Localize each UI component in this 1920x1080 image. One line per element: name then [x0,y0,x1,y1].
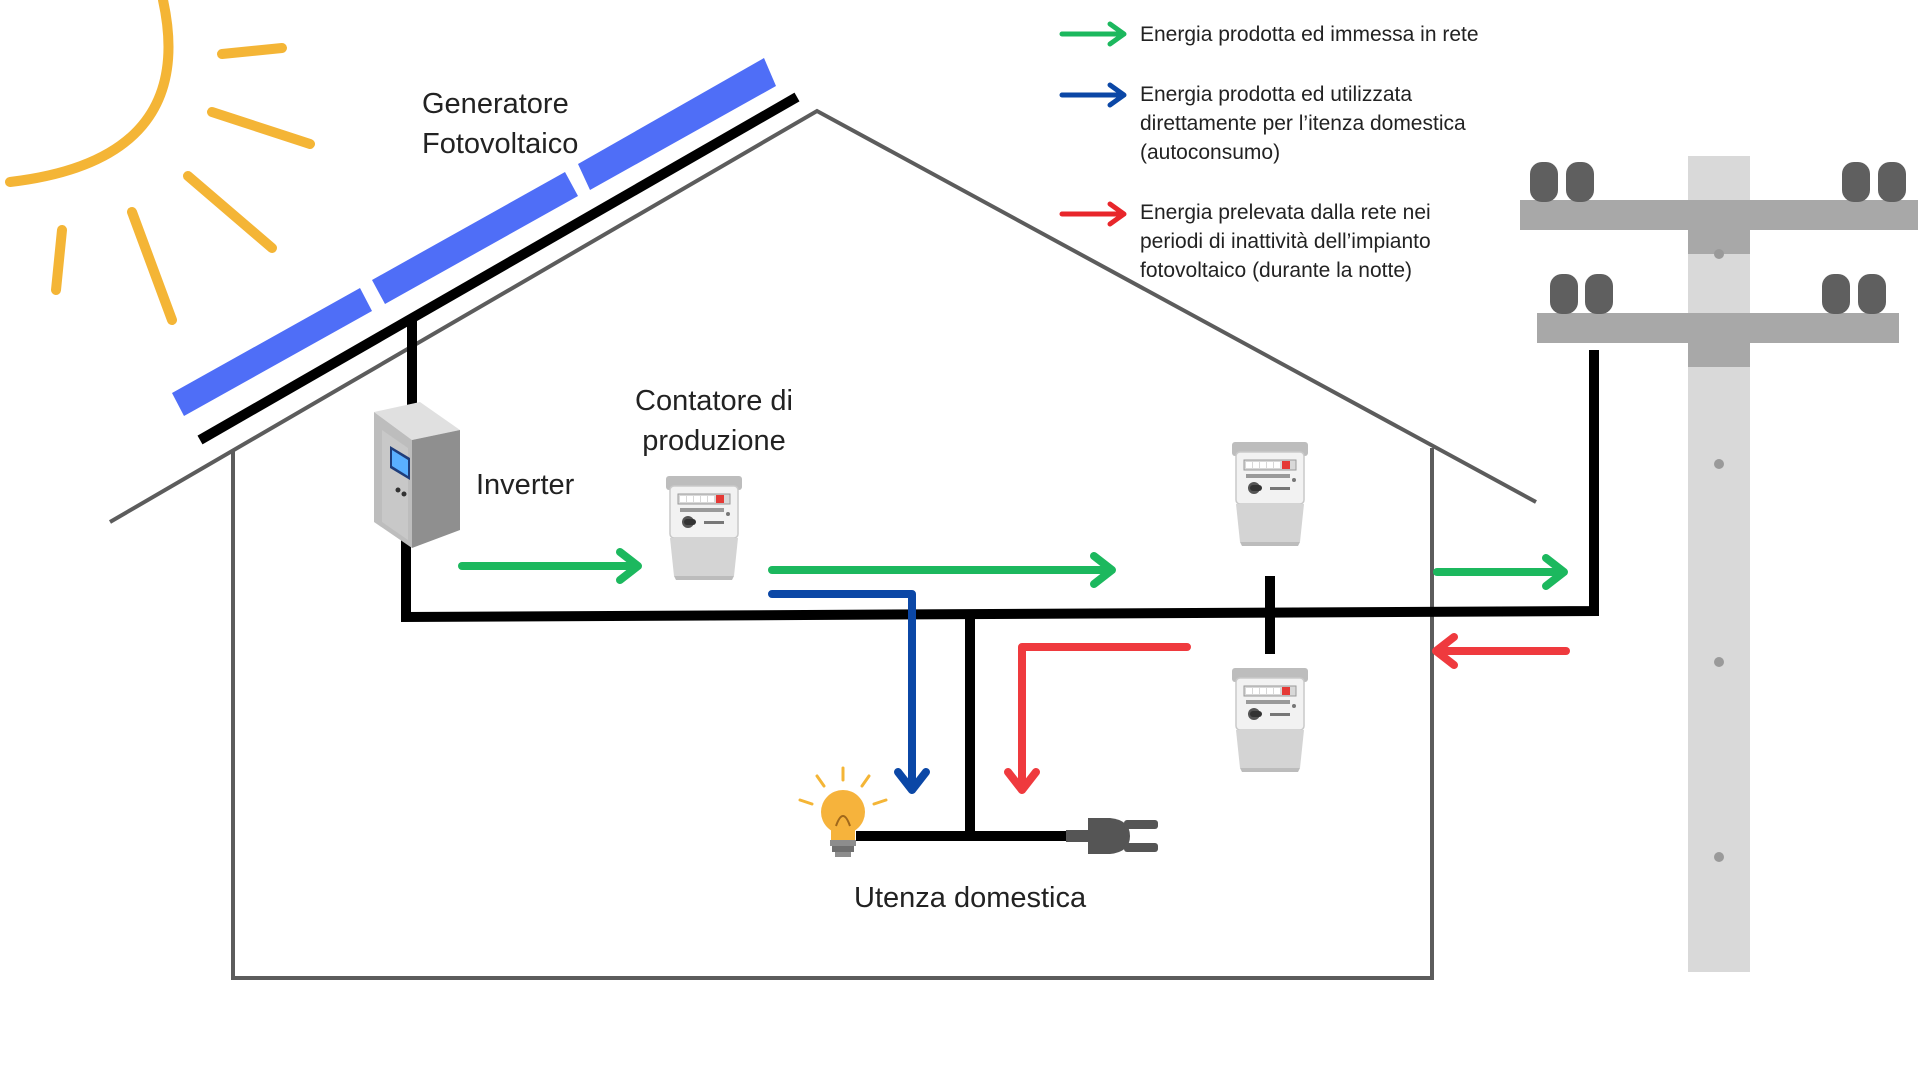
label-contatore-line1: Contatore di [635,385,793,417]
exchange-meter-icon [1231,441,1309,547]
label-contatore-line2: produzione [642,425,786,457]
withdrawal-meter-icon [1231,667,1309,773]
inverter-icon [374,402,460,548]
solar-panels [172,58,776,416]
label-utenza-domestica: Utenza domestica [854,882,1087,914]
legend-blue-line3: (autoconsumo) [1140,141,1281,164]
red-flow-arrows [1004,633,1570,794]
legend-red-line2: periodi di inattività dell’impianto [1140,230,1431,253]
legend-arrows [1059,21,1127,227]
plug-icon [1066,818,1158,854]
green-flow-arrows [458,548,1568,590]
sun-icon [5,0,315,325]
legend-blue-line1: Energia prodotta ed utilizzata [1140,83,1413,106]
legend-green-line1: Energia prodotta ed immessa in rete [1140,23,1479,46]
label-generatore-line2: Fotovoltaico [422,128,579,160]
label-generatore-line1: Generatore [422,88,569,120]
legend-blue-line2: direttamente per l’itenza domestica [1140,112,1466,135]
utility-pole [1520,156,1918,972]
panel-support-rail [197,92,800,445]
production-meter-icon [665,475,743,581]
label-inverter: Inverter [476,469,575,501]
legend-red-line1: Energia prelevata dalla rete nei [1140,201,1431,224]
legend-red-line3: fotovoltaico (durante la notte) [1140,259,1412,282]
house-outline [108,108,1537,980]
blue-flow-arrow [768,590,930,794]
electrical-wiring [401,317,1599,841]
lightbulb-icon [798,766,888,857]
